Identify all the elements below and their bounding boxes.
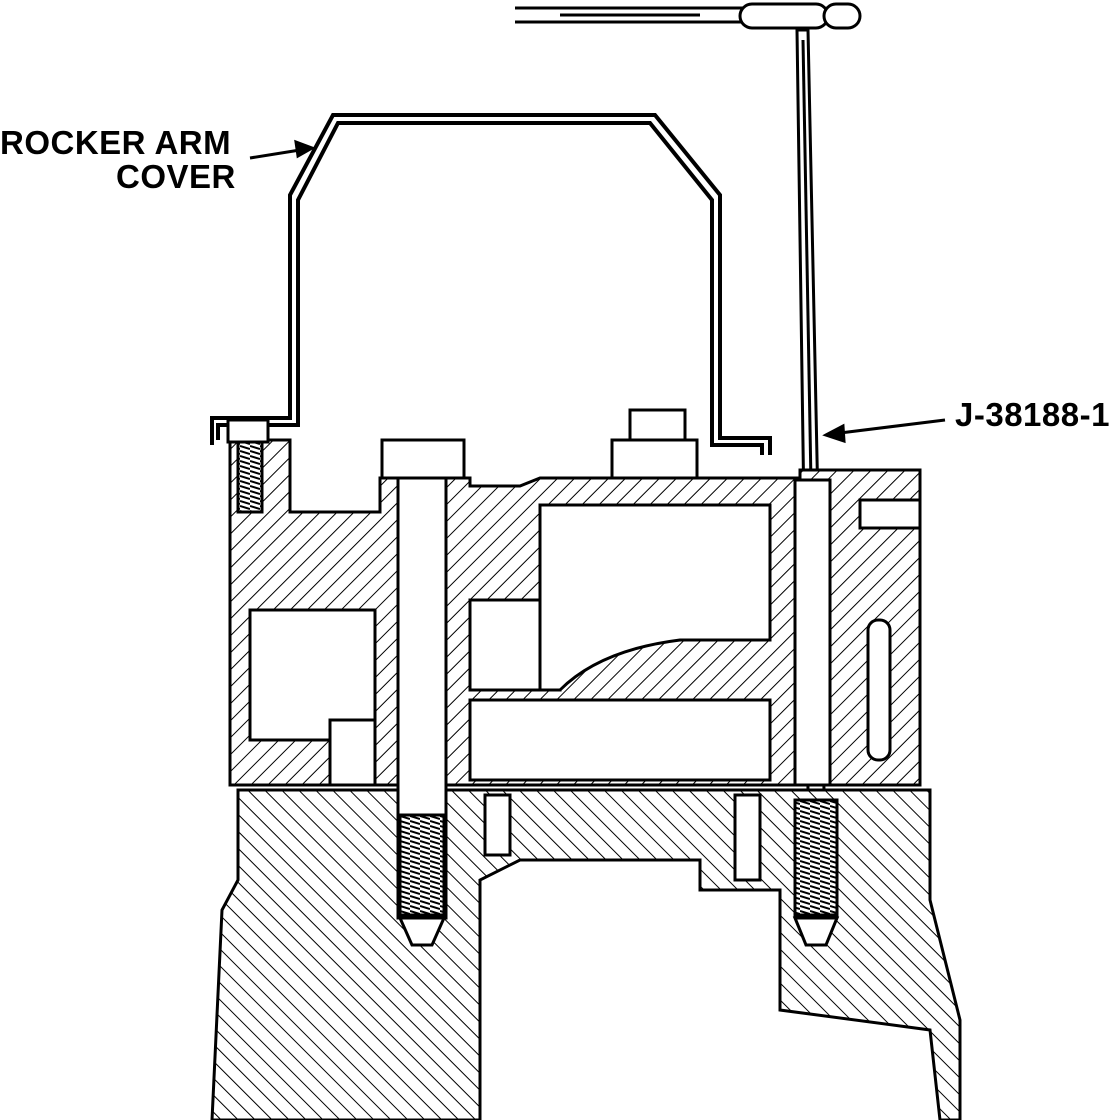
rocker-arm-cover-label-line2: COVER: [116, 158, 236, 195]
cover-bolt-left: [226, 418, 270, 514]
rocker-arm-cover: [210, 113, 772, 455]
rocker-arm-cover-label-line1: ROCKER ARM: [0, 124, 232, 161]
head-bolt: [380, 438, 466, 947]
leader-arrows: [249, 139, 946, 444]
tap-wrench-handle: [515, 2, 862, 30]
rocker-stud: [610, 408, 699, 480]
threaded-hole: [792, 798, 840, 947]
engine-block: [210, 788, 962, 1120]
tool-number-label: J-38188-1: [955, 396, 1110, 433]
cylinder-head: [228, 438, 922, 787]
